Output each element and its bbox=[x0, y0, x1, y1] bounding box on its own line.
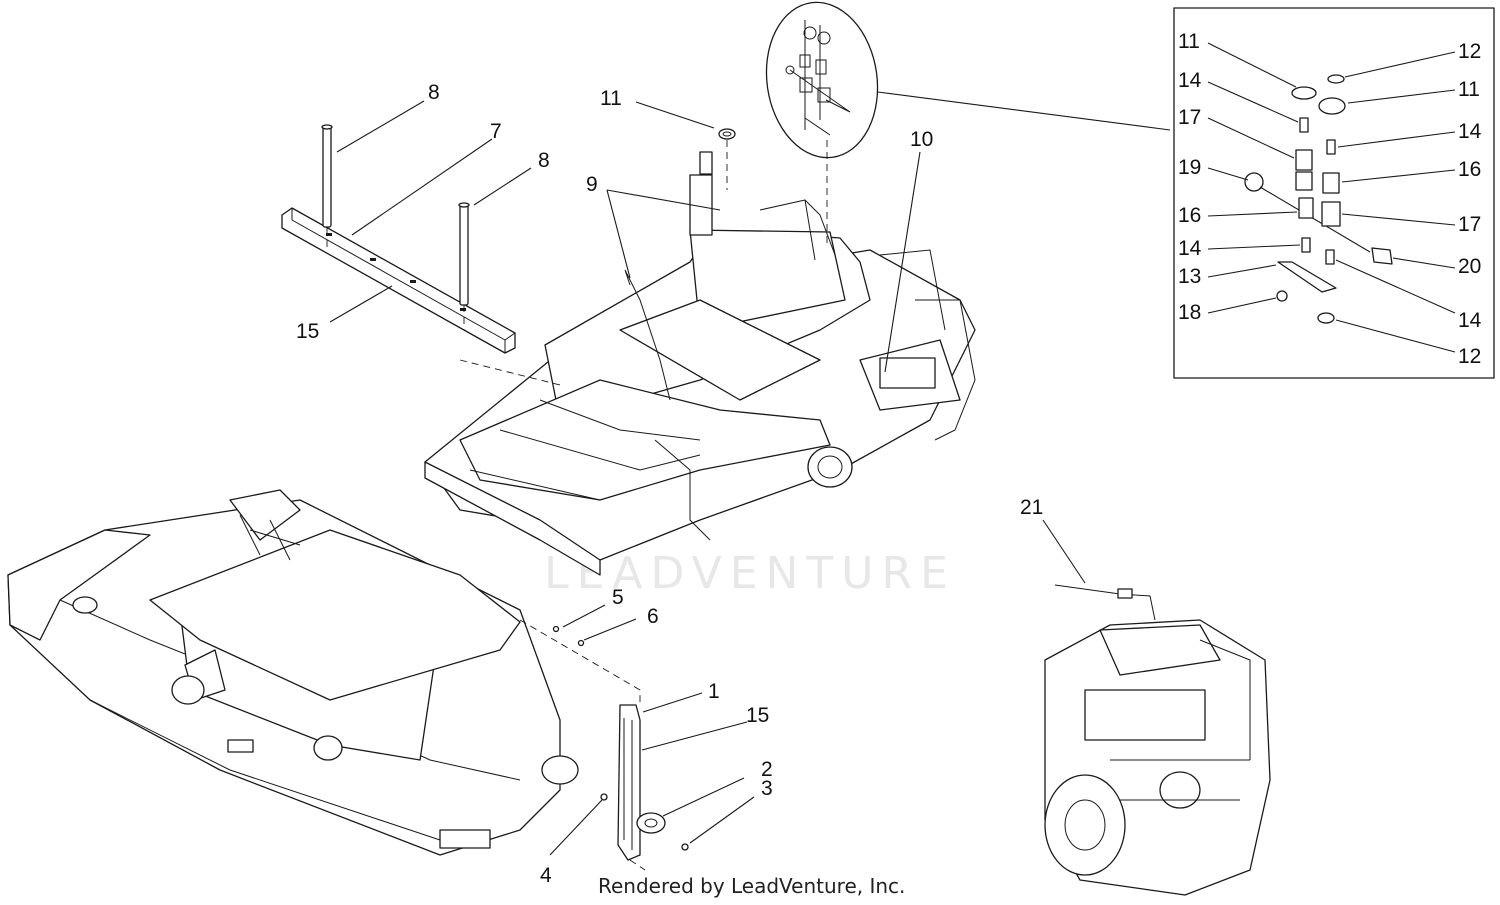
nut bbox=[600, 793, 608, 801]
inset-left-4: 19 bbox=[1178, 156, 1201, 179]
alignment-lines bbox=[326, 140, 828, 871]
callout-7: 7 bbox=[490, 120, 502, 143]
callout-3: 3 bbox=[761, 777, 773, 800]
sensor-wire bbox=[1054, 584, 1156, 621]
inset-right-7: 14 bbox=[1458, 309, 1482, 332]
callout-labels: 8 7 8 15 11 9 10 5 6 1 15 2 3 4 21 11 14… bbox=[296, 30, 1482, 887]
callout-10: 10 bbox=[910, 128, 933, 151]
pin bbox=[577, 639, 585, 647]
inset-left-8: 18 bbox=[1178, 301, 1201, 324]
inset-left-3: 17 bbox=[1178, 106, 1201, 129]
hitch-pin-top-left bbox=[321, 124, 333, 228]
deck-lift-bracket bbox=[617, 704, 641, 861]
inset-left-6: 14 bbox=[1178, 237, 1202, 260]
callout-21: 21 bbox=[1020, 496, 1043, 519]
inset-left-5: 16 bbox=[1178, 204, 1201, 227]
inset-left-1: 11 bbox=[1178, 30, 1200, 53]
inset-right-4: 16 bbox=[1458, 158, 1481, 181]
callout-15-top: 15 bbox=[296, 320, 319, 343]
wheel bbox=[636, 812, 666, 834]
callout-8-left: 8 bbox=[428, 81, 440, 104]
inset-right-6: 20 bbox=[1458, 255, 1481, 278]
hitch-pin-top-right bbox=[458, 202, 470, 306]
grommet bbox=[718, 128, 736, 140]
inset-right-8: 12 bbox=[1458, 345, 1481, 368]
inset-right-3: 14 bbox=[1458, 120, 1482, 143]
callout-5: 5 bbox=[612, 586, 624, 609]
inset-right-2: 11 bbox=[1458, 78, 1480, 101]
callout-4: 4 bbox=[540, 864, 552, 887]
credit-text: Rendered by LeadVenture, Inc. bbox=[598, 874, 905, 898]
callout-15-bottom: 15 bbox=[746, 704, 769, 727]
chassis-frame bbox=[424, 151, 976, 576]
inset-right-1: 12 bbox=[1458, 40, 1481, 63]
callout-6: 6 bbox=[647, 605, 659, 628]
exploded-detail-circle bbox=[765, 1, 879, 159]
callout-9: 9 bbox=[586, 173, 598, 196]
watermark: LEADVENTURE bbox=[544, 548, 956, 599]
inset-right-5: 17 bbox=[1458, 213, 1481, 236]
callout-2: 2 bbox=[761, 758, 773, 781]
inset-parts bbox=[1244, 74, 1393, 324]
leader-lines bbox=[329, 42, 1456, 856]
bolt bbox=[681, 843, 689, 851]
mower-deck bbox=[7, 489, 579, 856]
inset-left-7: 13 bbox=[1178, 265, 1201, 288]
frame-bar bbox=[281, 207, 516, 354]
callout-1: 1 bbox=[708, 680, 720, 703]
washer bbox=[552, 625, 560, 633]
callout-11: 11 bbox=[600, 87, 622, 110]
callout-8-right: 8 bbox=[538, 149, 550, 172]
engine bbox=[1044, 619, 1271, 896]
inset-left-2: 14 bbox=[1178, 69, 1202, 92]
